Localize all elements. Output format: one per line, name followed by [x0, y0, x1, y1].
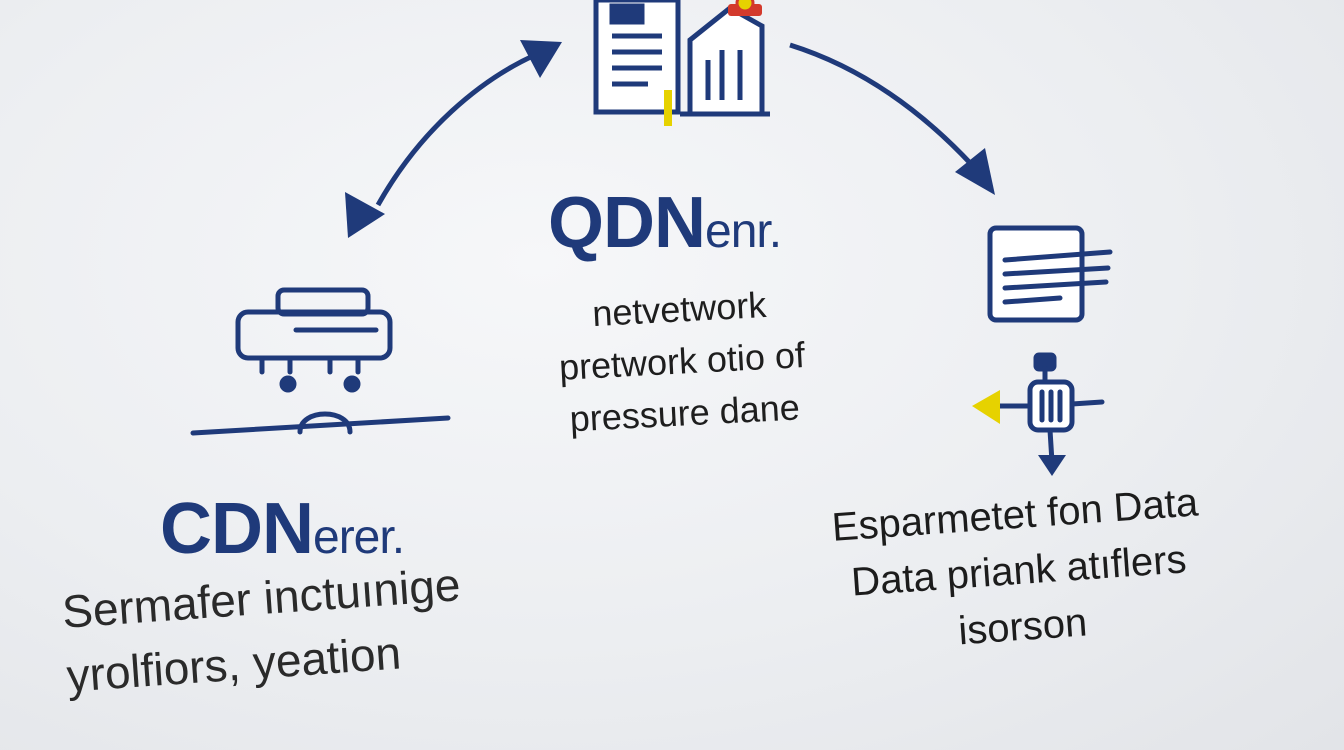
right-node-caption: Esparmetet fon Data Data priank atıflers…	[830, 474, 1208, 667]
document-lines-icon	[987, 225, 1113, 323]
top-node-title: QDNenr.	[548, 182, 782, 264]
left-node-title-main: CDN	[160, 489, 314, 569]
arrow-left-top	[345, 40, 562, 238]
arrowhead-top	[520, 40, 562, 78]
top-node-caption: netvetwork pretwork otio of pressure dan…	[555, 277, 809, 446]
left-node-title-suffix: erer.	[313, 511, 405, 564]
valve-down-arrow-icon	[1038, 455, 1066, 476]
yellow-marker-icon	[664, 90, 672, 126]
document-building-icon	[593, 0, 770, 117]
arrowhead-right	[955, 148, 995, 195]
red-alert-icon	[728, 0, 762, 16]
left-node-title: CDNerer.	[160, 488, 405, 570]
server-icon	[190, 287, 451, 436]
arrow-top-right	[789, 42, 995, 195]
yellow-left-arrow-icon	[972, 390, 1000, 424]
valve-icon	[997, 352, 1105, 465]
top-node-title-main: QDN	[548, 183, 706, 263]
arrowhead-left	[345, 192, 385, 238]
top-node-title-suffix: enr.	[705, 205, 782, 258]
